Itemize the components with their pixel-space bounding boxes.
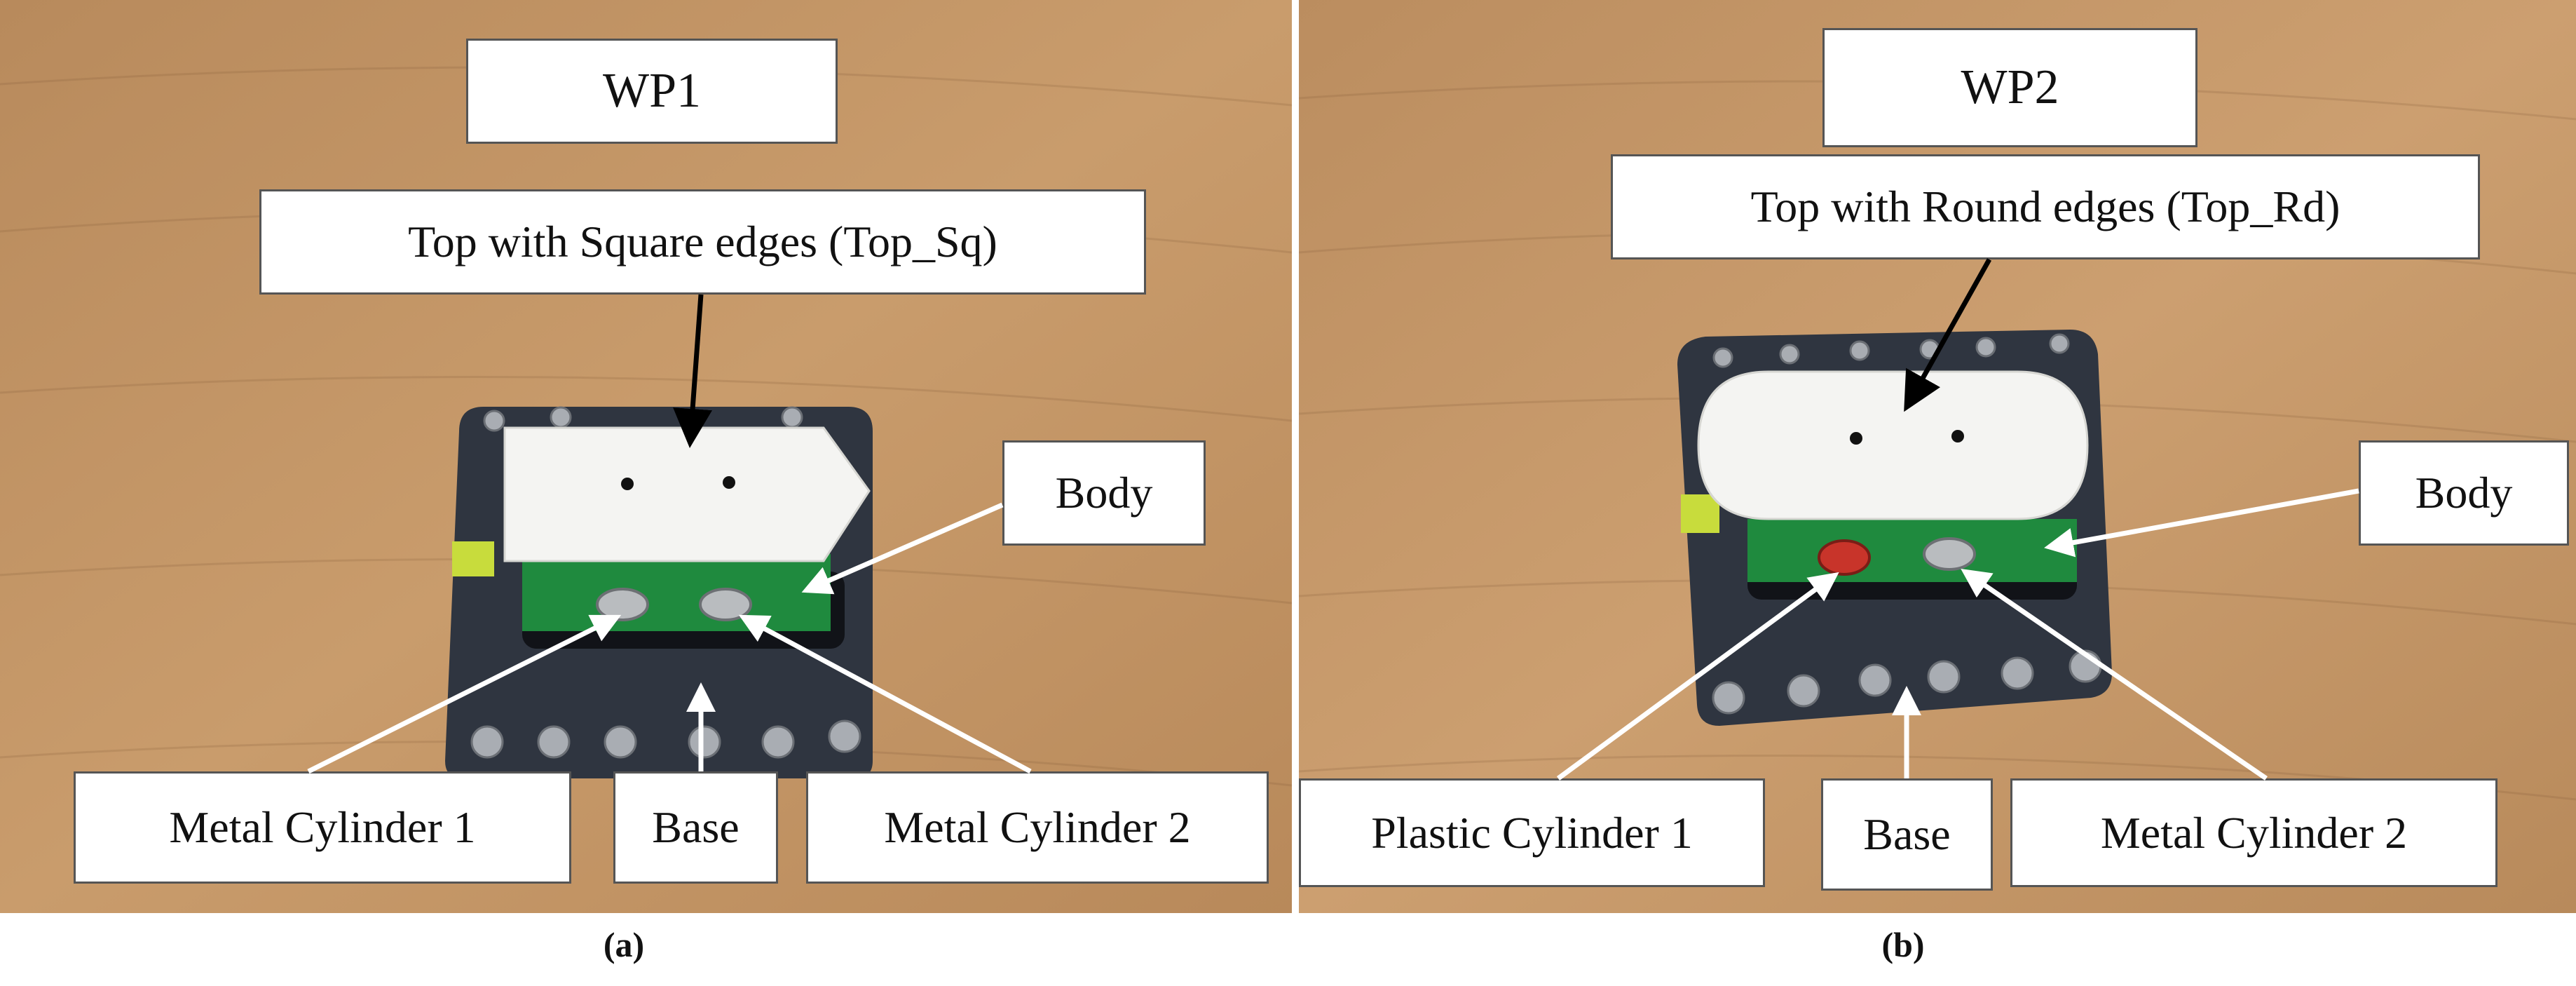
base-label-b: Base bbox=[1821, 778, 1993, 891]
top-square-label: Top with Square edges (Top_Sq) bbox=[259, 189, 1146, 295]
green-body bbox=[1747, 519, 2077, 582]
yellow-tape bbox=[1681, 494, 1719, 533]
metal-cylinder-2 bbox=[699, 588, 752, 621]
metal-cylinder-2-label-a: Metal Cylinder 2 bbox=[806, 771, 1269, 884]
metal-cylinder-2-label-b: Metal Cylinder 2 bbox=[2010, 778, 2497, 887]
plastic-cylinder-1-label-b: Plastic Cylinder 1 bbox=[1299, 778, 1765, 887]
body-label-a: Body bbox=[1002, 440, 1206, 546]
caption-a: (a) bbox=[603, 925, 645, 964]
wp2-title-label: WP2 bbox=[1822, 28, 2197, 147]
metal-cylinder-2 bbox=[1923, 537, 1976, 571]
plastic-cylinder-1 bbox=[1818, 539, 1871, 576]
top-hole-1 bbox=[621, 478, 634, 490]
top-square-edges bbox=[503, 426, 871, 562]
green-body bbox=[522, 554, 831, 631]
metal-cylinder-1 bbox=[596, 588, 649, 621]
body-label-b: Body bbox=[2359, 440, 2569, 546]
photo-panel-b: WP2 Top with Round edges (Top_Rd) Body P… bbox=[1299, 0, 2576, 913]
wp1-title-label: WP1 bbox=[466, 39, 838, 144]
photo-panel-a: WP1 Top with Square edges (Top_Sq) Body … bbox=[0, 0, 1292, 913]
top-hole-2 bbox=[1951, 430, 1964, 443]
caption-b: (b) bbox=[1881, 925, 1925, 964]
top-round-edges bbox=[1697, 370, 2089, 520]
top-hole-1 bbox=[1850, 432, 1862, 445]
top-hole-2 bbox=[723, 476, 735, 489]
base-label-a: Base bbox=[613, 771, 778, 884]
metal-cylinder-1-label-a: Metal Cylinder 1 bbox=[74, 771, 571, 884]
top-round-label: Top with Round edges (Top_Rd) bbox=[1611, 154, 2480, 259]
yellow-tape bbox=[452, 541, 494, 576]
